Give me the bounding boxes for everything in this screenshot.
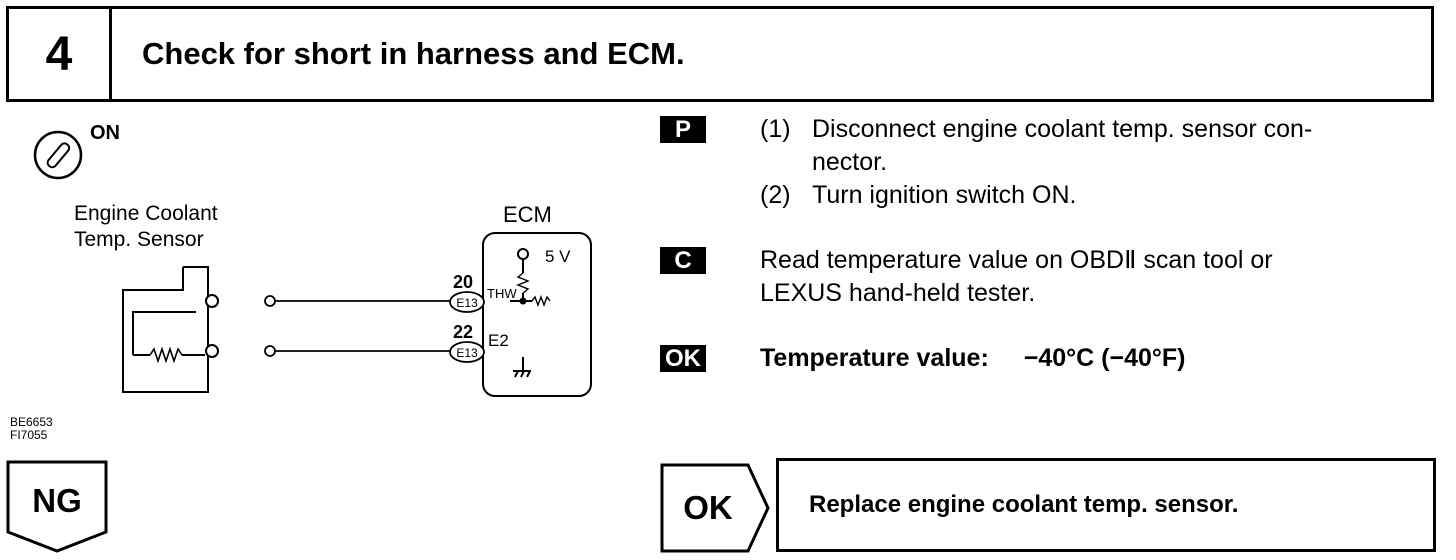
prep-badge: P <box>660 116 706 143</box>
step-header: 4 Check for short in harness and ECM. <box>6 6 1434 102</box>
ok-action-box: Replace engine coolant temp. sensor. <box>776 458 1436 552</box>
ok-action-text: Replace engine coolant temp. sensor. <box>809 491 1239 518</box>
ok-label: OK <box>683 489 733 526</box>
figure-codes: BE6653 FI7055 <box>10 416 53 442</box>
pin-2-name: E2 <box>488 331 509 350</box>
step-number: 4 <box>9 9 112 99</box>
temp-value: −40°C (−40°F) <box>1023 344 1186 372</box>
pin-1-connector-badge: E13 <box>449 291 485 313</box>
ng-label: NG <box>32 482 82 519</box>
check-section: C Read temperature value on OBDⅡ scan to… <box>660 244 1440 310</box>
prep-step-1: (1) Disconnect engine coolant temp. sens… <box>760 113 1440 179</box>
pin-1-number: 20 <box>453 272 473 292</box>
coolant-sensor-connector <box>122 266 219 393</box>
prep-step-1-text-line1: Disconnect engine coolant temp. sensor c… <box>812 115 1313 143</box>
figure-code-2: FI7055 <box>10 428 48 442</box>
check-text-line2: LEXUS hand-held tester. <box>760 279 1036 307</box>
pin-2-number: 22 <box>453 322 473 342</box>
ecm-box <box>482 232 592 397</box>
prep-step-1-text-line2: nector. <box>812 148 888 176</box>
sensor-label-line1: Engine Coolant <box>74 202 218 225</box>
prep-steps: (1) Disconnect engine coolant temp. sens… <box>760 113 1440 212</box>
ok-spec-badge: OK <box>660 345 706 372</box>
ok-arrow-shape <box>660 463 770 553</box>
ng-result: NG <box>6 460 110 559</box>
wiring-diagram-svg: ON Engine Coolant Temp. Sensor ECM <box>33 122 592 397</box>
check-badge: C <box>660 247 706 274</box>
pin-1-connector: E13 <box>456 296 478 310</box>
check-text-line1: Read temperature value on OBDⅡ scan tool… <box>760 246 1273 274</box>
ecm-voltage: 5 V <box>545 247 571 266</box>
step-title: Check for short in harness and ECM. <box>142 36 685 71</box>
harness-wires <box>264 295 455 357</box>
prep-step-2-label: (2) <box>760 181 791 209</box>
prep-step-1-label: (1) <box>760 115 791 143</box>
ecm-label: ECM <box>503 202 552 227</box>
prep-step-2: (2) Turn ignition switch ON. <box>760 179 1440 212</box>
ignition-label: ON <box>90 122 120 144</box>
ok-spec-section: OK Temperature value: −40°C (−40°F) <box>660 342 1440 375</box>
prep-section: P (1) Disconnect engine coolant temp. se… <box>660 113 1440 212</box>
ok-result-arrow: OK <box>660 463 774 560</box>
prep-step-2-text: Turn ignition switch ON. <box>812 181 1077 209</box>
ignition-key-icon <box>33 130 83 180</box>
pin-2-connector-badge: E13 <box>449 341 485 363</box>
wiring-diagram: ON Engine Coolant Temp. Sensor ECM <box>0 105 640 450</box>
pin-2-connector: E13 <box>456 346 478 360</box>
temp-label: Temperature value: <box>760 344 989 372</box>
sensor-label-line2: Temp. Sensor <box>74 228 204 251</box>
pin-1-name: THW <box>487 286 517 301</box>
ng-pentagon <box>6 460 108 553</box>
figure-code-1: BE6653 <box>10 415 53 429</box>
